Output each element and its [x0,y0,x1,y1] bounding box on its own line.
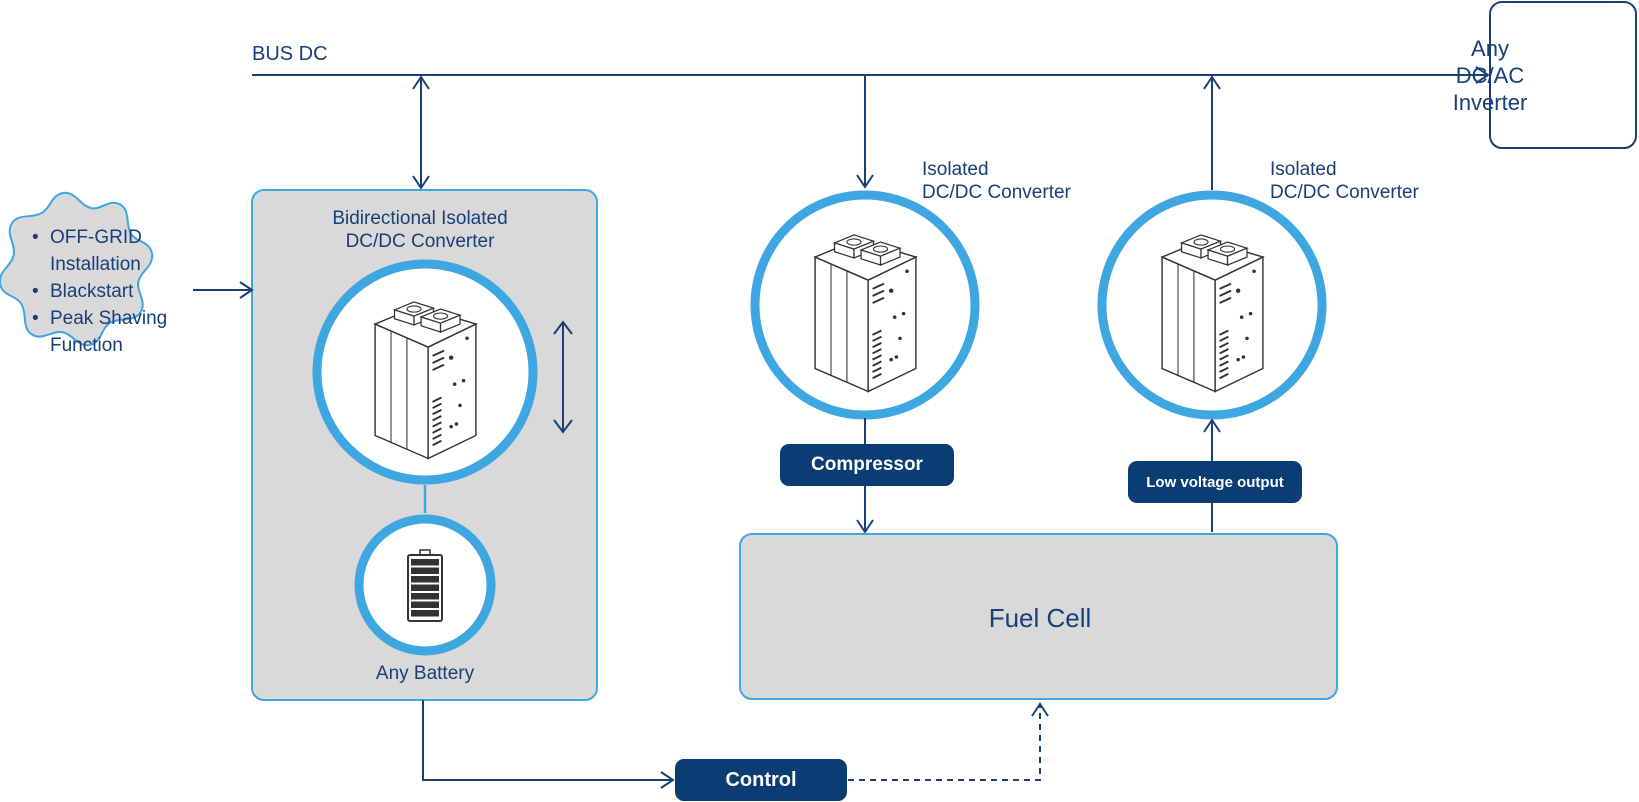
feature-item: Peak Shaving Function [24,305,167,359]
feature-list: OFF-GRID Installation Blackstart Peak Sh… [24,224,167,359]
isolated-converter-1-label: Isolated DC/DC Converter [922,159,1071,203]
battery-label: Any Battery [375,663,475,684]
converter1-icon [814,233,917,393]
low-voltage-pill: Low voltage output [1128,461,1302,503]
compressor-pill: Compressor [780,444,954,486]
inverter-label: Any DC/AC Inverter [1452,36,1528,115]
control-pill: Control [675,759,847,801]
fuel-cell-panel [739,533,1338,700]
bidirectional-converter-label: Bidirectional Isolated DC/DC Converter [332,208,508,252]
battery-icon [407,549,443,622]
feature-item: Blackstart [24,278,167,305]
feature-item: OFF-GRID Installation [24,224,167,278]
panel-to-control-line [422,700,673,781]
bidirectional-converter-icon [374,300,477,460]
control-to-fuelcell-dashed [848,704,1041,781]
isolated-converter-2-label: Isolated DC/DC Converter [1270,159,1419,203]
bus-dc-label: BUS DC [252,43,328,65]
inverter-box [1489,1,1637,149]
bus-arrowhead [1475,66,1490,84]
converter2-icon [1161,233,1264,393]
fuel-cell-label: Fuel Cell [988,603,1092,633]
